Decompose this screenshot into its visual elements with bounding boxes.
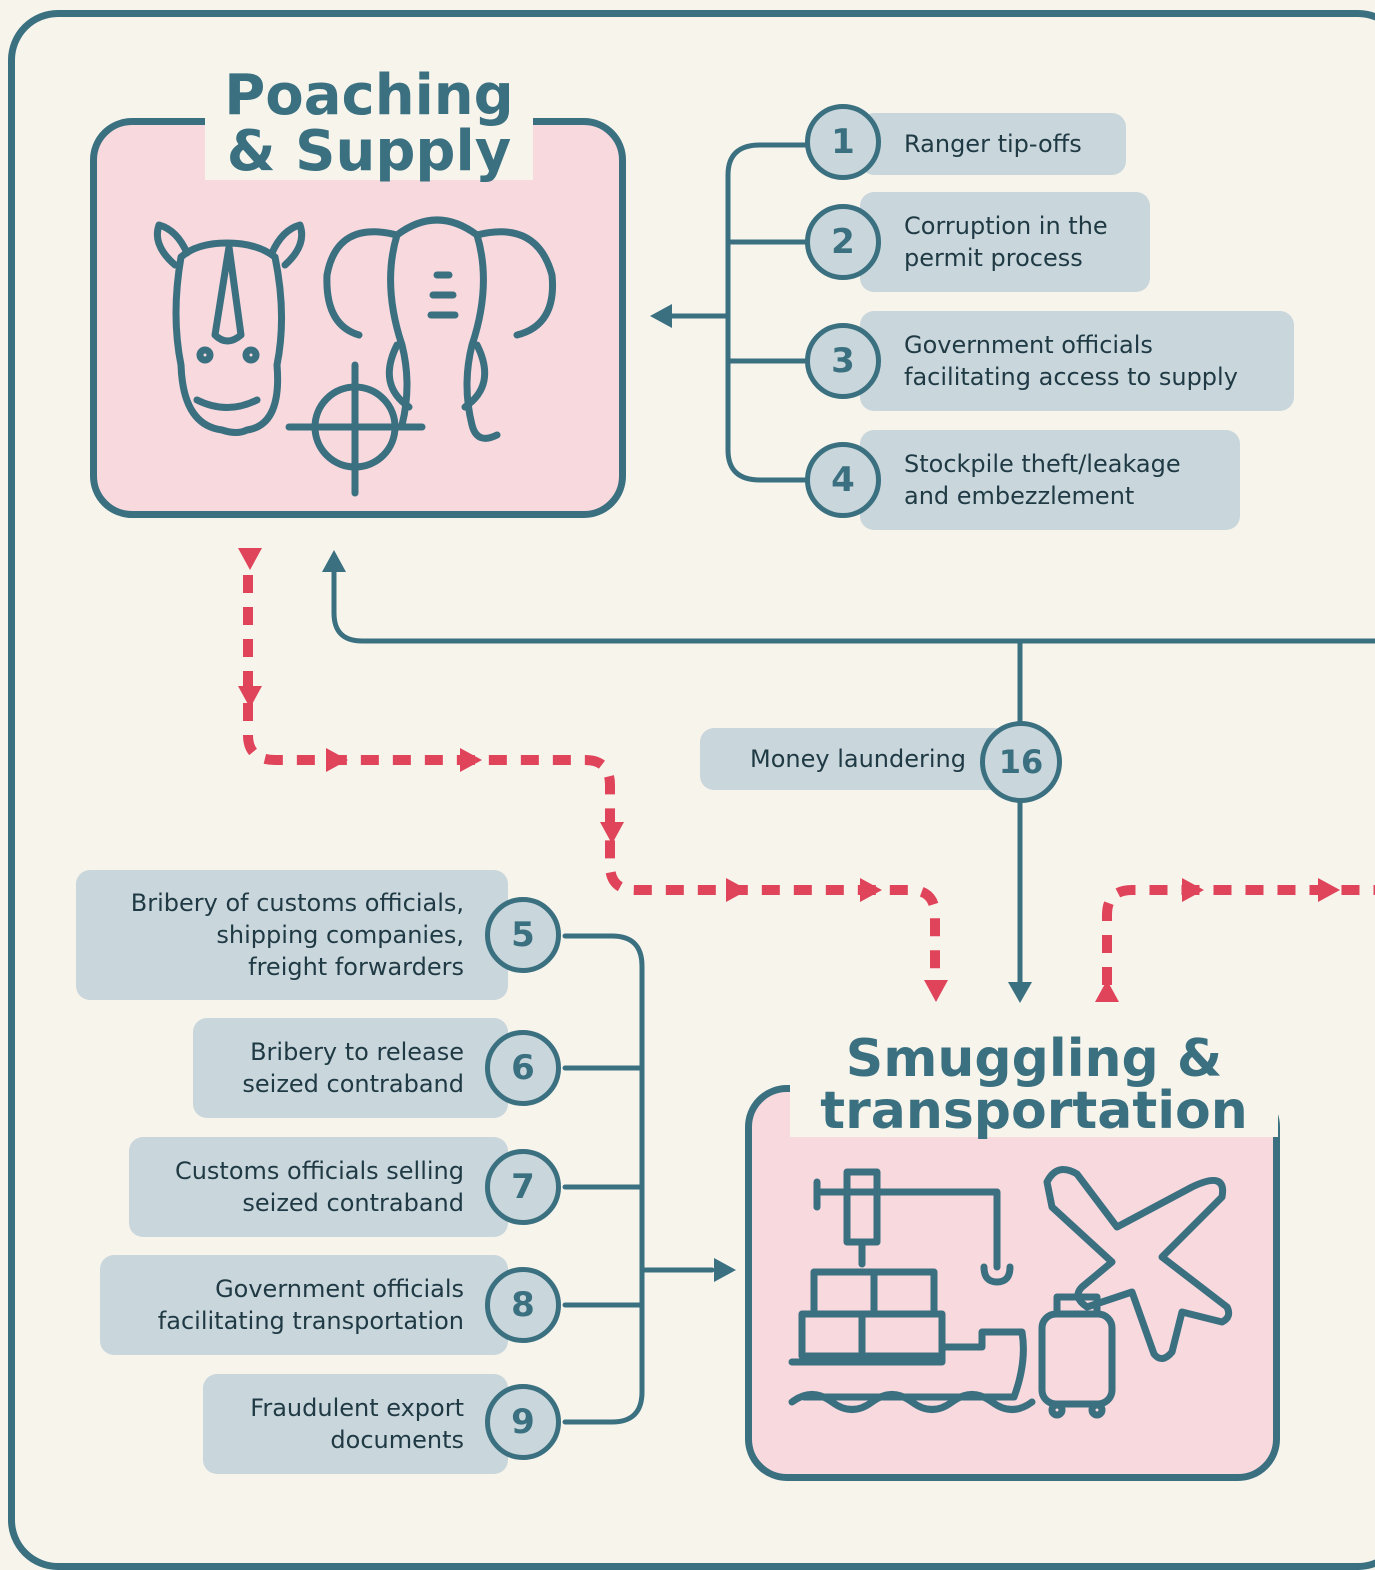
money-laundering-pill: Money laundering: [700, 728, 1010, 790]
supply-risk-2-text: Corruption in the permit process: [904, 212, 1108, 272]
poaching-supply-box: [90, 118, 626, 518]
supply-risk-1-number: 1: [805, 104, 881, 180]
supply-risk-1: Ranger tip-offs: [860, 113, 1126, 175]
ship-crane-plane-luggage-icon: [788, 1166, 1233, 1419]
poaching-supply-title: Poaching & Supply: [205, 68, 533, 180]
rhino-elephant-crosshair-icon: [153, 216, 557, 497]
transport-risk-8: Government officials facilitating transp…: [100, 1255, 508, 1355]
supply-risk-4: Stockpile theft/leakage and embezzlement: [860, 430, 1240, 530]
transport-risk-7: Customs officials selling seized contrab…: [129, 1137, 508, 1237]
smuggling-title-line2: transportation: [820, 1081, 1248, 1141]
supply-risk-4-text: Stockpile theft/leakage and embezzlement: [904, 450, 1181, 510]
transport-risk-9: Fraudulent export documents: [203, 1374, 508, 1474]
transport-risk-9-number: 9: [485, 1384, 561, 1460]
supply-arrowhead: [650, 304, 672, 328]
transport-arrowhead: [714, 1258, 736, 1282]
flow-smuggling-onward: [1102, 885, 1375, 985]
poaching-title-line2: & Supply: [226, 119, 512, 184]
transport-risk-9-text: Fraudulent export documents: [250, 1394, 464, 1454]
money-laundering-number: 16: [980, 721, 1062, 803]
poaching-title-line1: Poaching: [224, 63, 514, 128]
supply-risk-3: Government officials facilitating access…: [860, 311, 1294, 411]
transport-risk-7-text: Customs officials selling seized contrab…: [174, 1157, 464, 1217]
supply-risk-3-number: 3: [805, 323, 881, 399]
transport-risk-6: Bribery to release seized contraband: [193, 1018, 508, 1118]
supply-bracket: [725, 142, 808, 483]
transport-risk-6-number: 6: [485, 1030, 561, 1106]
supply-risk-2: Corruption in the permit process: [860, 192, 1150, 292]
smuggling-transport-title: Smuggling & transportation: [790, 1033, 1278, 1137]
transport-risk-5-number: 5: [485, 897, 561, 973]
transport-risk-8-text: Government officials facilitating transp…: [157, 1275, 464, 1335]
transport-risk-7-number: 7: [485, 1149, 561, 1225]
money-loop-line: [331, 567, 1375, 644]
transport-risk-5: Bribery of customs officials, shipping c…: [76, 870, 508, 1000]
supply-risk-4-number: 4: [805, 442, 881, 518]
transport-bracket: [562, 933, 645, 1425]
supply-risk-3-text: Government officials facilitating access…: [904, 331, 1238, 391]
smuggling-transport-box: [745, 1085, 1280, 1481]
transport-risk-6-text: Bribery to release seized contraband: [242, 1038, 464, 1098]
smuggling-title-line1: Smuggling &: [845, 1029, 1223, 1089]
transport-risk-5-text: Bribery of customs officials, shipping c…: [130, 889, 464, 981]
supply-risk-2-number: 2: [805, 204, 881, 280]
transport-risk-8-number: 8: [485, 1267, 561, 1343]
money-laundering-text: Money laundering: [750, 745, 966, 773]
supply-risk-1-text: Ranger tip-offs: [904, 130, 1082, 158]
